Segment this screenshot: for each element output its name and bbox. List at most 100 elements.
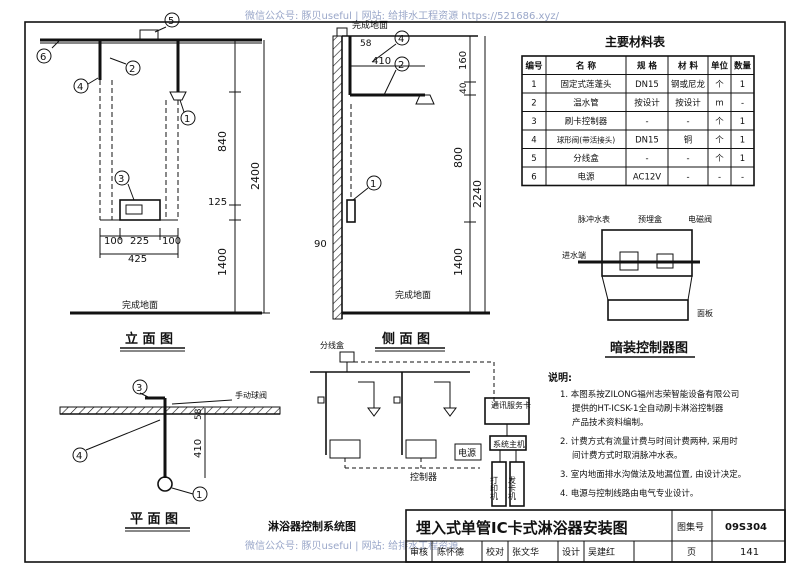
plan-view: 58 410 手动球阀 3 4 1 平 面 图 xyxy=(59,379,281,532)
dim-58-plan: 58 xyxy=(194,408,204,420)
table-cell: - xyxy=(645,117,648,127)
dim-58-side: 58 xyxy=(360,39,372,49)
svg-text:3: 3 xyxy=(136,383,142,394)
dim-100-right: 100 xyxy=(162,236,181,247)
table-cell: 个 xyxy=(715,136,724,146)
dim-2240: 2240 xyxy=(471,180,484,208)
balloon-4-elev: 4 xyxy=(73,77,99,94)
table-cell: 按设计 xyxy=(634,98,660,109)
shower-head-sys-2 xyxy=(443,407,457,417)
side-title: 侧 面 图 xyxy=(382,331,430,347)
floor-label-side: 完成地面 xyxy=(395,289,431,301)
dim-410-plan: 410 xyxy=(193,439,204,458)
shower-riser-1 xyxy=(358,381,375,408)
inlet-label: 进水端 xyxy=(562,250,586,260)
balloon-4-side: 4 xyxy=(371,30,410,63)
controller-side xyxy=(346,199,356,223)
junction-box-side xyxy=(336,27,348,37)
host-box xyxy=(489,435,527,451)
review-label: 审核 xyxy=(410,546,428,558)
table-cell: 电源 xyxy=(577,172,595,183)
table-cell: - xyxy=(686,173,689,183)
notes-heading: 说明: xyxy=(548,371,572,384)
table-header-cell: 单位 xyxy=(711,61,729,72)
ball-valve-1 xyxy=(317,396,325,404)
table-cell: 个 xyxy=(715,117,724,127)
panel-label: 面板 xyxy=(697,308,713,318)
table-cell: 1 xyxy=(740,80,745,90)
table-cell: 个 xyxy=(715,80,724,90)
note-line-7: 4. 电源与控制线路由电气专业设计。 xyxy=(560,488,698,499)
balloon-1-side: 1 xyxy=(352,175,382,201)
table-cell: - xyxy=(741,173,744,183)
plan-title: 平 面 图 xyxy=(130,512,178,527)
shower-head-side xyxy=(415,94,435,105)
check-label: 校对 xyxy=(486,546,504,558)
pulse-meter-label: 脉冲水表 xyxy=(578,214,610,224)
controller-sys-1 xyxy=(329,439,361,459)
checker-name: 张文华 xyxy=(512,546,539,558)
page-label: 页 xyxy=(687,547,696,558)
watermark-top: 微信公众号: 豚贝useful | 网站: 给排水工程资源 https://52… xyxy=(245,9,560,22)
control-system-view: 分线盒 控制器 电源 通讯服务卡 系统主机 打印机 发卡机 淋浴器控制系统图 xyxy=(268,340,531,533)
comm-card-label: 通讯服务卡 xyxy=(491,400,531,410)
dim-1400-elev: 1400 xyxy=(216,248,229,276)
balloon-3-plan: 3 xyxy=(132,379,151,399)
note-line-1: 1. 本图系按ZILONG福州志荣智能设备有限公司 xyxy=(560,389,739,400)
table-cell: 1 xyxy=(740,136,745,146)
dim-90: 90 xyxy=(314,239,327,250)
shower-riser-2 xyxy=(434,381,451,408)
table-header-cell: 编号 xyxy=(525,61,543,72)
table-cell: - xyxy=(686,117,689,127)
svg-text:3: 3 xyxy=(118,174,124,185)
svg-text:1: 1 xyxy=(184,114,190,125)
front-panel xyxy=(607,299,689,321)
table-cell: - xyxy=(718,173,721,183)
table-cell: 分线盒 xyxy=(573,153,599,164)
table-cell: 固定式莲蓬头 xyxy=(560,79,612,90)
dim-1400-side: 1400 xyxy=(452,248,465,276)
note-line-3: 产品技术资料编制。 xyxy=(572,417,649,428)
embedded-box-label: 预埋盒 xyxy=(638,214,662,224)
note-line-4: 2. 计费方式有流量计费与时间计费两种, 采用时 xyxy=(560,436,738,447)
balloon-2-side: 2 xyxy=(383,56,410,96)
watermark-bottom: 微信公众号: 豚贝useful | 网站: 给排水工程资源 xyxy=(245,539,458,552)
dim-100-left: 100 xyxy=(104,236,123,247)
table-cell: 4 xyxy=(531,136,536,146)
system-title: 淋浴器控制系统图 xyxy=(268,519,356,533)
atlas-number: 09S304 xyxy=(725,522,767,533)
dim-2400: 2400 xyxy=(249,162,262,190)
note-line-2: 提供的HT-ICSK-1全自动刷卡淋浴控制器 xyxy=(572,403,724,414)
table-cell: 球形阀(带活接头) xyxy=(557,135,615,145)
notes: 说明: 1. 本图系按ZILONG福州志荣智能设备有限公司 提供的HT-ICSK… xyxy=(548,371,746,499)
ceiling-label-side: 完成地面 xyxy=(352,19,388,31)
svg-text:4: 4 xyxy=(398,34,404,45)
elevation-view: 840 2400 1400 125 100 225 100 425 完成地面 6… xyxy=(36,12,270,352)
issuer-box xyxy=(509,461,525,507)
svg-text:4: 4 xyxy=(77,82,83,93)
note-line-5: 间计费方式时取消脉冲水表。 xyxy=(572,450,683,461)
elevation-title: 立 面 图 xyxy=(125,331,173,347)
dim-160: 160 xyxy=(458,51,469,70)
table-cell: 刷卡控制器 xyxy=(565,116,608,127)
table-cell: 1 xyxy=(740,117,745,127)
dim-840: 840 xyxy=(216,131,229,152)
shower-head-plan xyxy=(157,476,173,492)
svg-text:2: 2 xyxy=(129,64,135,75)
junction-box-system xyxy=(339,351,355,363)
page-number: 141 xyxy=(740,547,759,558)
design-label: 设计 xyxy=(562,546,580,558)
table-cell: m xyxy=(715,99,723,109)
table-cell: 个 xyxy=(715,154,724,164)
drawing-border xyxy=(24,21,786,563)
controller-panel xyxy=(125,204,143,215)
balloon-1-elev: 1 xyxy=(179,99,196,126)
junction-box xyxy=(139,29,159,41)
table-cell: 钢或尼龙 xyxy=(671,79,706,90)
wall-hatch xyxy=(332,35,343,320)
dim-425: 425 xyxy=(128,254,147,265)
table-cell: 1 xyxy=(740,154,745,164)
table-cell: DN15 xyxy=(635,80,659,90)
